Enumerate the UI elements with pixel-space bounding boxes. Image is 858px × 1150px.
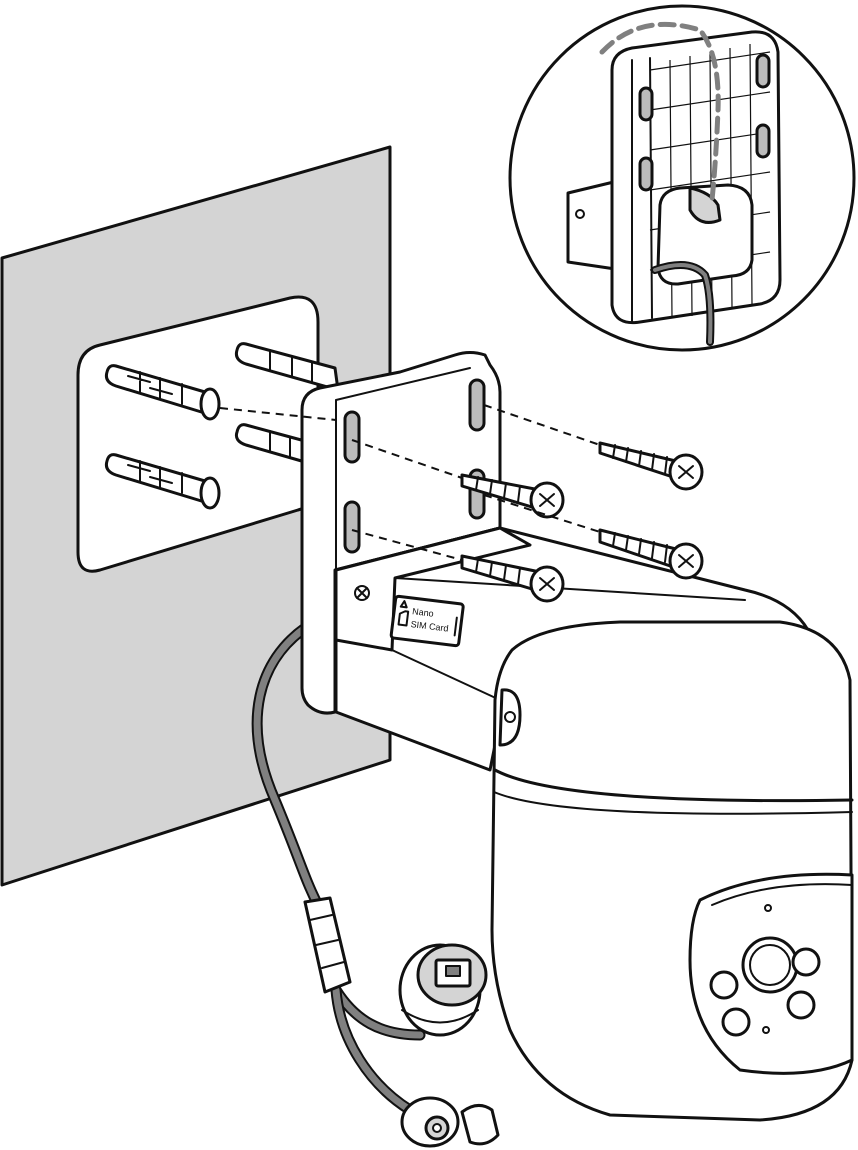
wall-anchors bbox=[104, 342, 340, 510]
power-cap bbox=[460, 1104, 500, 1146]
inset-cable-route bbox=[599, 21, 721, 203]
anchor-2 bbox=[234, 342, 340, 392]
bracket-slot-3 bbox=[343, 500, 361, 554]
detail-inset bbox=[508, 4, 856, 352]
screw-2 bbox=[460, 473, 565, 519]
ir-led-4 bbox=[786, 990, 816, 1020]
warning-triangle-icon bbox=[399, 600, 408, 609]
camera-head bbox=[490, 620, 854, 1122]
ir-led-3 bbox=[791, 947, 821, 977]
wall bbox=[0, 145, 392, 887]
alignment-guides bbox=[219, 404, 601, 561]
ir-sensor-top bbox=[764, 904, 772, 912]
screw-3 bbox=[598, 528, 704, 580]
ir-sensor-bottom bbox=[762, 1026, 770, 1034]
inset-cable-hole bbox=[656, 183, 754, 286]
anchor-3 bbox=[104, 453, 221, 510]
bracket-slot-1 bbox=[468, 378, 486, 432]
screw-4 bbox=[460, 554, 565, 603]
sim-label-line2: SIM Card bbox=[410, 619, 449, 634]
cable-splitter bbox=[303, 896, 352, 994]
cable bbox=[251, 622, 426, 1116]
anchor-1 bbox=[104, 364, 221, 421]
screw-1 bbox=[598, 441, 704, 491]
ir-led-2 bbox=[721, 1007, 751, 1037]
sim-label: Nano SIM Card bbox=[389, 594, 465, 648]
mounting-bracket bbox=[300, 351, 502, 715]
sim-card-icon bbox=[397, 610, 410, 627]
anchor-4 bbox=[234, 423, 307, 464]
ethernet-port bbox=[398, 943, 488, 1037]
ir-led-1 bbox=[709, 970, 739, 1000]
power-port bbox=[400, 1096, 500, 1148]
bracket-slot-2 bbox=[343, 410, 361, 464]
cable-connectors bbox=[303, 896, 500, 1148]
sim-label-line1: Nano bbox=[412, 606, 435, 619]
main-lens bbox=[741, 936, 799, 994]
screws bbox=[460, 441, 704, 603]
